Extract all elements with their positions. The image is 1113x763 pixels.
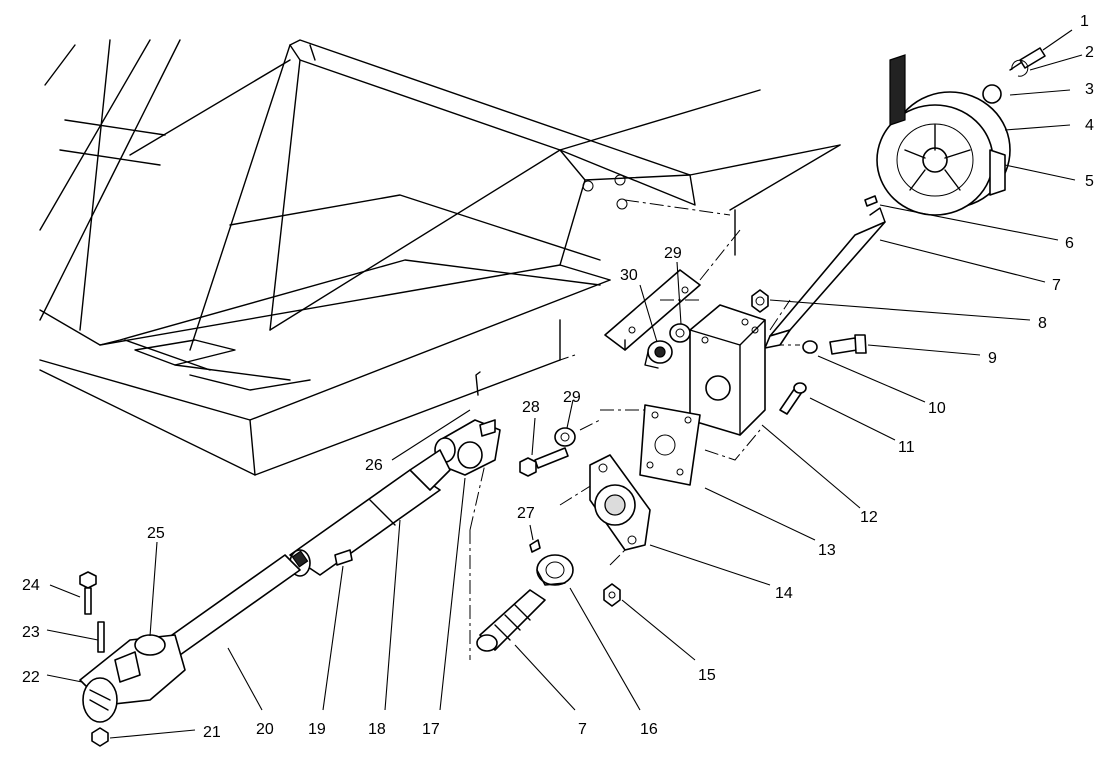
lock-washer [802, 340, 818, 354]
collar-16 [536, 554, 574, 586]
callout-8: 8 [1038, 315, 1047, 332]
callout-30: 30 [620, 267, 638, 284]
hex-nut [751, 289, 769, 313]
callout-15: 15 [698, 667, 716, 684]
callout-7-upper: 7 [1052, 277, 1061, 294]
bolt-11 [779, 382, 807, 415]
bushing-30 [644, 340, 673, 369]
set-screw [529, 539, 541, 553]
callout-17: 17 [422, 721, 440, 738]
washer-29-upper-hole [675, 328, 685, 338]
callout-18: 18 [368, 721, 386, 738]
callout-29-lower: 29 [563, 389, 581, 406]
drive-shaft-upper [764, 207, 886, 349]
callout-14: 14 [775, 585, 793, 602]
lower-yoke [79, 634, 186, 723]
carriage-bolt [829, 334, 867, 355]
bolt-28 [519, 447, 569, 477]
washer-29-lower-hole [560, 432, 570, 442]
retaining-ring [1011, 59, 1029, 77]
callout-13: 13 [818, 542, 836, 559]
washer [982, 84, 1002, 104]
callout-labels: 1 2 3 4 5 6 7 8 9 10 11 12 13 14 15 16 7… [22, 13, 1094, 741]
callout-20: 20 [256, 721, 274, 738]
bolt-24 [79, 571, 97, 615]
hopper-frame [39, 39, 841, 476]
callout-7-lower: 7 [578, 721, 587, 738]
callout-24: 24 [22, 577, 40, 594]
hex-nut-21 [91, 727, 109, 747]
callout-9: 9 [988, 350, 997, 367]
driveline-shaft [164, 554, 301, 656]
callout-23: 23 [22, 624, 40, 641]
cotter-pin [475, 371, 481, 396]
callout-10: 10 [928, 400, 946, 417]
callout-16: 16 [640, 721, 658, 738]
key [864, 195, 878, 207]
callout-5: 5 [1085, 173, 1094, 190]
callout-26: 26 [365, 457, 383, 474]
callout-11: 11 [898, 439, 915, 456]
callout-22: 22 [22, 669, 40, 686]
callout-1: 1 [1080, 13, 1089, 30]
assembly-guide-lines [469, 199, 800, 660]
hex-nut-15 [603, 583, 621, 607]
callout-27: 27 [517, 505, 535, 522]
drive-shaft-lower [476, 589, 546, 652]
leader-lines [46, 29, 1083, 739]
washer-29-upper [669, 323, 691, 343]
callout-3: 3 [1085, 81, 1094, 98]
callout-25: 25 [147, 525, 165, 542]
driveline-tube [289, 449, 451, 577]
grease-fitting [334, 549, 353, 566]
pulley [876, 54, 1011, 216]
callout-21: 21 [203, 724, 221, 741]
callout-19: 19 [308, 721, 326, 738]
callout-6: 6 [1065, 235, 1074, 252]
roll-pin [97, 621, 105, 653]
callout-28: 28 [522, 399, 540, 416]
callout-12: 12 [860, 509, 878, 526]
callout-4: 4 [1085, 117, 1094, 134]
mounting-plate [639, 404, 701, 486]
washer-29-lower [554, 427, 576, 447]
mounting-bracket [689, 304, 766, 436]
flange-bearing [589, 454, 651, 551]
callout-2: 2 [1085, 44, 1094, 61]
callout-29-upper: 29 [664, 245, 682, 262]
driveline-upper-yoke [434, 419, 501, 476]
